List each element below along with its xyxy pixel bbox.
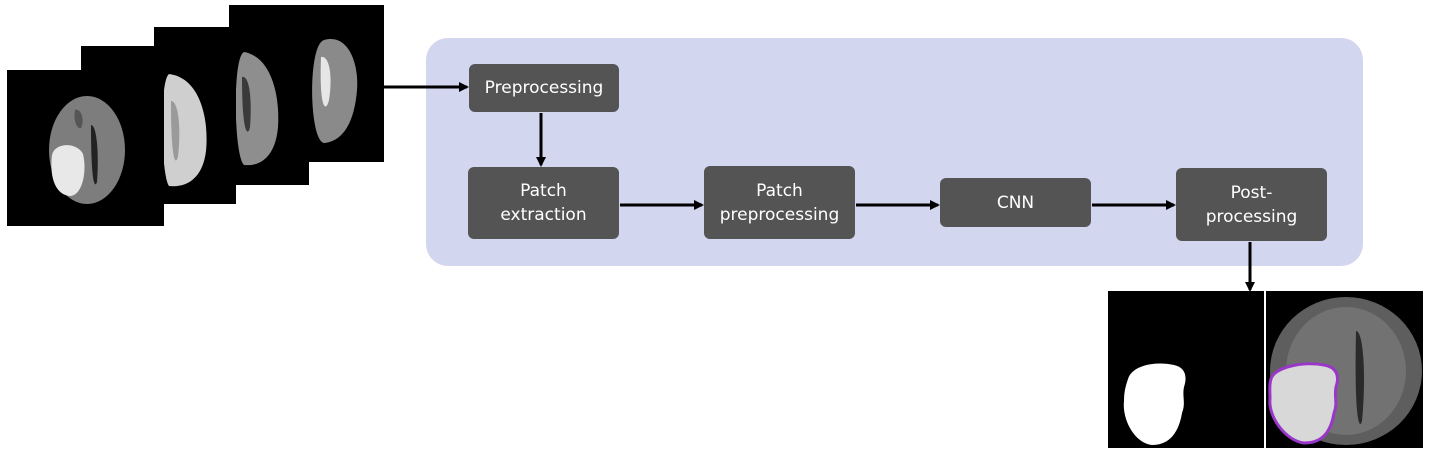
step-preprocessing-label: Preprocessing — [484, 78, 604, 98]
step-post-processing: Post- processing — [1176, 168, 1327, 241]
step-patch-extraction: Patch extraction — [468, 167, 619, 239]
brain-slice-1-icon — [49, 96, 125, 204]
step-patch-preprocessing: Patch preprocessing — [704, 166, 855, 239]
step-preprocessing: Preprocessing — [469, 64, 619, 112]
step-cnn-label: CNN — [996, 192, 1035, 213]
step-patch-preprocessing-label: Patch preprocessing — [719, 180, 840, 225]
tumor-contour-overlay-icon — [1268, 297, 1422, 445]
brain-slice-4-icon — [312, 39, 358, 144]
segmentation-mask-icon — [1123, 363, 1186, 445]
step-patch-extraction-label: Patch extraction — [500, 181, 587, 225]
segmentation-mask-image — [1108, 291, 1264, 448]
brain-slice-3-icon — [235, 52, 279, 166]
overlay-image — [1266, 291, 1423, 448]
brain-slice-2-icon — [162, 74, 207, 187]
mri-slice-1 — [7, 70, 164, 226]
step-post-processing-label: Post- processing — [1205, 182, 1298, 227]
step-cnn: CNN — [940, 178, 1091, 227]
